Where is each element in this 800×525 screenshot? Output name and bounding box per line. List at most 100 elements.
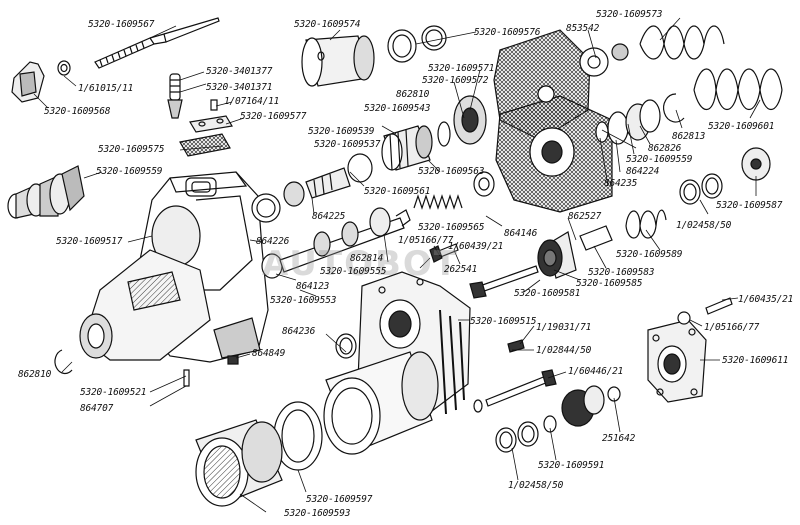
part-label: 5320-1609583 — [588, 267, 655, 278]
part-label: 5320-1609539 — [308, 126, 375, 137]
part-label: 5320-1609591 — [538, 460, 605, 471]
watermark: AUTOBOT — [262, 244, 459, 284]
part-label: 5320-1609587 — [716, 200, 783, 211]
part-label: 5320-1609561 — [364, 186, 431, 197]
diaphragm-plate-part — [494, 30, 612, 212]
bolt-right-part — [678, 298, 732, 324]
part-label: 864146 — [504, 228, 538, 239]
part-label: 853542 — [566, 23, 600, 34]
part-label: 5320-1609573 — [596, 9, 663, 20]
bolts-middle-part — [430, 244, 538, 298]
part-label: 1/02844/50 — [536, 345, 592, 356]
part-label: 1/02458/50 — [676, 220, 732, 231]
part-label: 864224 — [626, 166, 660, 177]
flange-right-part — [648, 320, 706, 402]
part-label: 862813 — [672, 131, 706, 142]
leader-lines — [34, 18, 760, 512]
pins-lower-part — [184, 356, 238, 386]
part-label: 5320-1609601 — [708, 121, 775, 132]
protective-boot-part — [8, 166, 84, 218]
cylinder-cup-part — [302, 36, 374, 86]
valve-plunger-part — [262, 208, 410, 278]
part-label: 862826 — [648, 143, 682, 154]
part-label: 5320-1609559 — [96, 166, 163, 177]
seal-rings-part — [388, 26, 446, 62]
washers-top-right-part — [580, 44, 628, 76]
part-label: 5320-1609565 — [418, 222, 485, 233]
main-housing-part — [80, 172, 268, 362]
part-label: 5320-1609568 — [44, 106, 111, 117]
part-label: 5320-1609611 — [722, 355, 789, 366]
part-label: 5320-1609574 — [294, 19, 361, 30]
part-label: 5320-1609577 — [240, 111, 307, 122]
o-rings-right-part — [680, 174, 722, 204]
part-label: 5320-1609515 — [470, 316, 537, 327]
part-label: 5320-1609589 — [616, 249, 683, 260]
push-rod-part — [95, 18, 219, 68]
part-label: 862814 — [350, 253, 384, 264]
part-label: 864849 — [252, 348, 286, 359]
snap-ring-lower-part — [55, 350, 72, 373]
part-label: 5320-1609576 — [474, 27, 541, 38]
large-cylinder-part — [324, 352, 438, 454]
cup-lower-right-part — [562, 386, 620, 426]
part-label: 5320-1609559 — [626, 154, 693, 165]
cap-nut-part — [12, 61, 70, 102]
valve-spring-part — [626, 210, 666, 238]
part-label: 5320-1609575 — [98, 144, 165, 155]
part-label: 1/07164/11 — [224, 96, 280, 107]
part-label: 5320-1609593 — [284, 508, 351, 519]
part-label: 1/19031/71 — [536, 322, 592, 333]
part-label: 1/02458/50 — [508, 480, 564, 491]
adjusting-screw-part — [168, 74, 217, 118]
part-label: 5320-1609581 — [514, 288, 581, 299]
part-label: 5320-1609597 — [306, 494, 373, 505]
part-label: 864226 — [256, 236, 290, 247]
part-label: 5320-3401377 — [206, 66, 273, 77]
part-label: 864123 — [296, 281, 330, 292]
washers-lower-part — [496, 416, 556, 452]
bushing-part — [474, 172, 494, 196]
part-label: 5320-1609572 — [422, 75, 489, 86]
part-label: 864225 — [312, 211, 346, 222]
part-label: 5320-1609567 — [88, 19, 155, 30]
return-spring-large-part — [694, 69, 782, 110]
part-label: 5320-1609553 — [270, 295, 337, 306]
part-label: 262541 — [444, 264, 478, 275]
part-label: 5320-1609555 — [320, 266, 387, 277]
part-label: 862810 — [18, 369, 52, 380]
clamp-plate-part — [190, 116, 232, 132]
part-label: 251642 — [602, 433, 636, 444]
return-spring-top-part — [640, 26, 724, 59]
part-label: 1/05166/77 — [704, 322, 760, 333]
part-label: 5320-1609517 — [56, 236, 123, 247]
part-label: 1/60446/21 — [568, 366, 624, 377]
part-label: 5320-1609563 — [418, 166, 485, 177]
part-label: 5320-1609571 — [428, 63, 495, 74]
seal-stack-right-part — [596, 100, 660, 144]
part-label: 5320-1609521 — [80, 387, 147, 398]
part-label: 5320-3401371 — [206, 82, 273, 93]
part-label: 864707 — [80, 403, 114, 414]
piston-assembly-part — [382, 96, 486, 170]
piston-spring-stack-part — [252, 154, 372, 222]
bolts-lower-part — [474, 340, 556, 412]
retaining-ring-part — [664, 94, 684, 122]
part-label: 1/60439/21 — [448, 241, 504, 252]
part-label: 862527 — [568, 211, 602, 222]
part-label: 5320-1609543 — [364, 103, 431, 114]
part-label: 1/60435/21 — [738, 294, 794, 305]
part-label: 5320-1609537 — [314, 139, 381, 150]
small-spring-part — [414, 196, 462, 208]
part-label: 862810 — [396, 89, 430, 100]
gasket-part — [180, 134, 230, 156]
part-label: 864235 — [604, 178, 638, 189]
valve-seat-part — [538, 226, 612, 278]
part-label: 1/05166/77 — [398, 235, 454, 246]
part-label: 864236 — [282, 326, 316, 337]
part-label: 5320-1609585 — [576, 278, 643, 289]
piston-lower-part — [196, 420, 282, 506]
part-label: 1/61015/11 — [78, 83, 134, 94]
